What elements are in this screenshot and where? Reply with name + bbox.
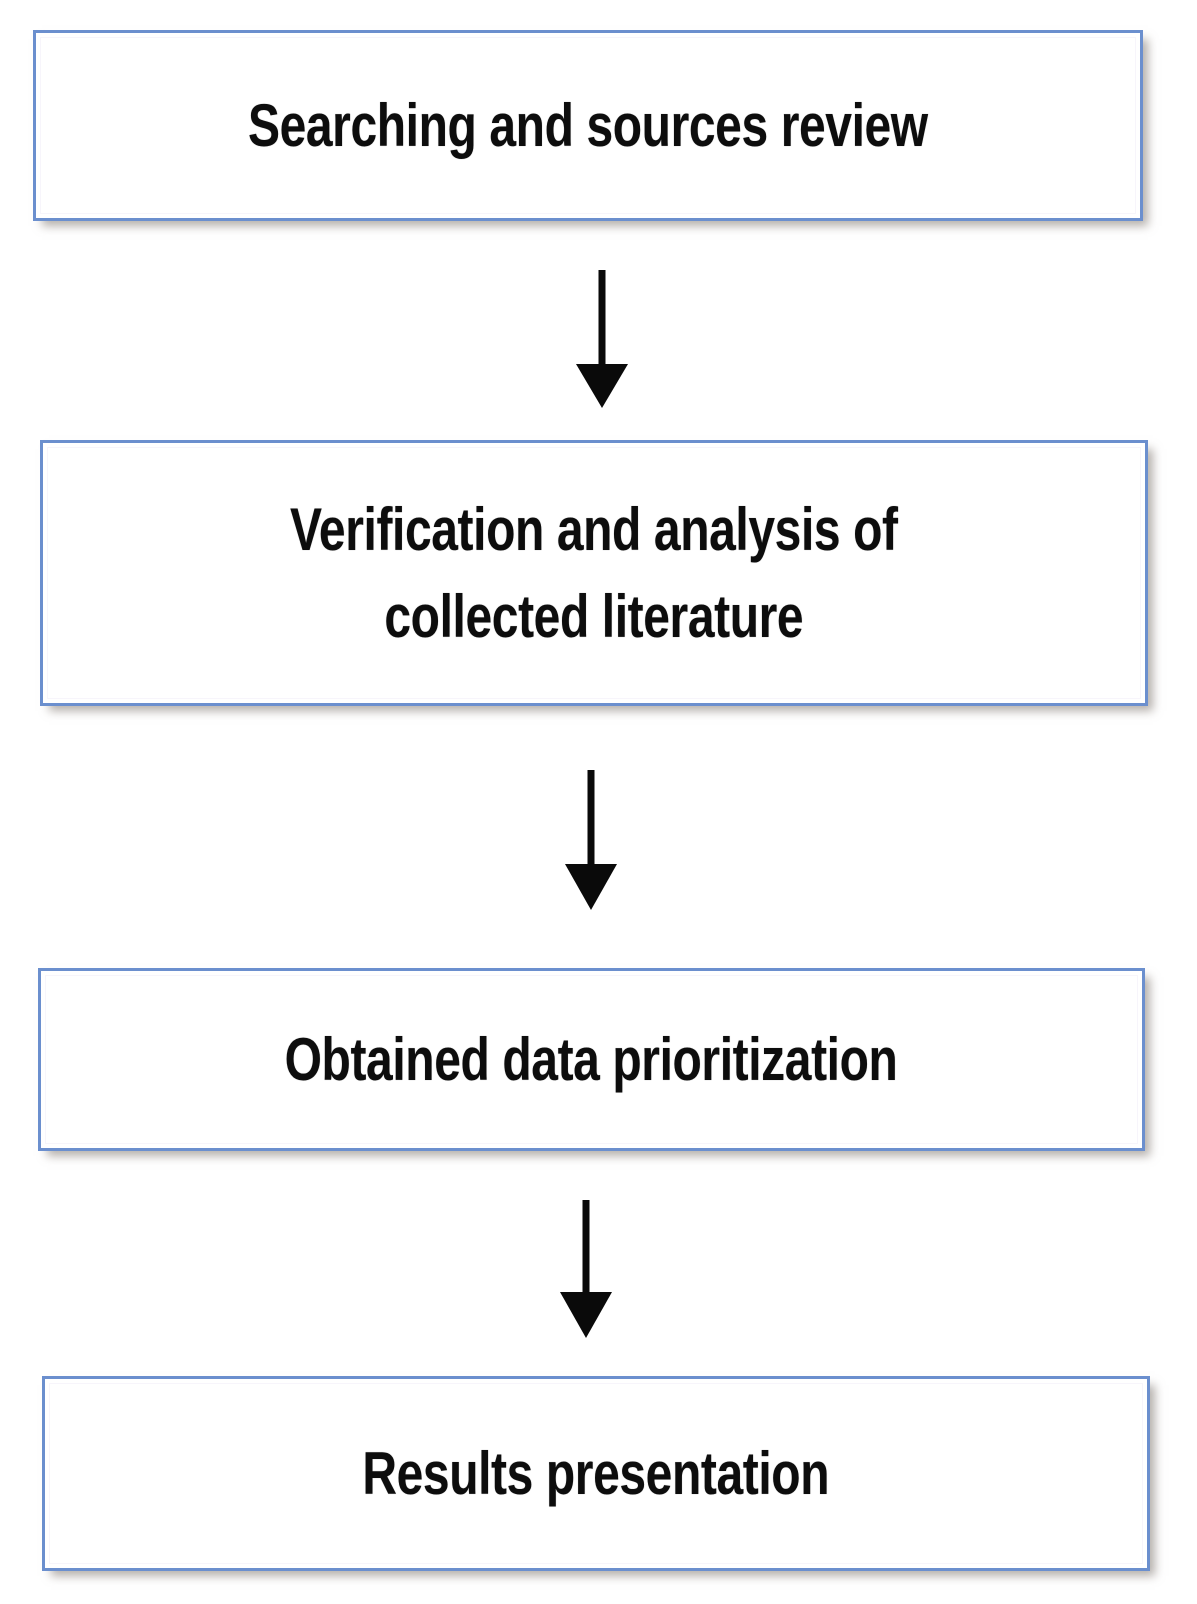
- down-arrow-icon-2: [556, 768, 626, 910]
- flow-node-verification-and-analysis[interactable]: Verification and analysis of collected l…: [40, 440, 1148, 706]
- flow-node-obtained-data-prioritization[interactable]: Obtained data prioritization: [38, 968, 1145, 1151]
- flow-node-results-presentation[interactable]: Results presentation: [42, 1376, 1150, 1571]
- flow-node-label: Results presentation: [362, 1440, 830, 1507]
- flow-node-label: Verification and analysis of collected l…: [290, 496, 898, 650]
- flow-node-label: Searching and sources review: [248, 92, 928, 159]
- down-arrow-icon-1: [567, 268, 637, 408]
- down-arrow-icon-3: [551, 1198, 621, 1338]
- flow-node-label: Obtained data prioritization: [285, 1026, 898, 1093]
- flow-node-searching-and-sources-review[interactable]: Searching and sources review: [33, 30, 1143, 221]
